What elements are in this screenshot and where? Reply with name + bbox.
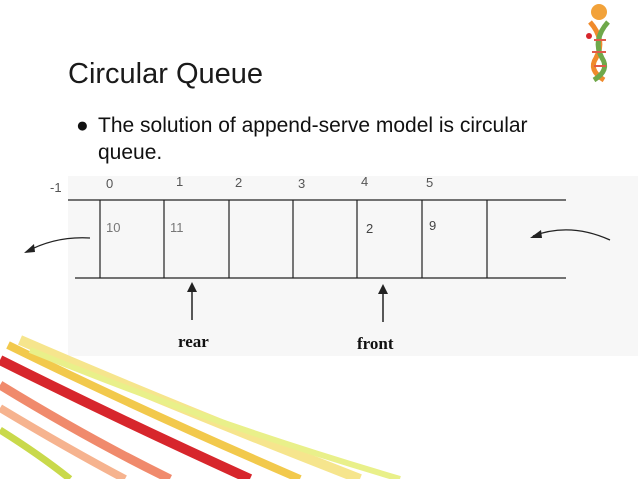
cell-dividers — [99, 200, 488, 278]
wrap-right-arrow — [530, 229, 611, 241]
cell-value: 10 — [106, 220, 120, 235]
rear-label: rear — [178, 332, 209, 351]
front-label: front — [357, 334, 394, 353]
index-label: 4 — [361, 174, 368, 189]
cell-value: 11 — [170, 220, 184, 235]
bullet-dot-icon: ● — [76, 114, 89, 137]
index-label: -1 — [50, 180, 62, 195]
index-label: 3 — [298, 176, 305, 191]
front-pointer-arrow — [378, 284, 388, 322]
diagram-panel — [68, 176, 638, 356]
index-label: 5 — [426, 175, 433, 190]
rear-pointer-arrow — [187, 282, 197, 320]
wrap-left-arrow — [24, 237, 91, 253]
slide-title: Circular Queue — [68, 58, 264, 90]
index-label: 1 — [176, 174, 183, 189]
dna-figure-logo — [586, 4, 610, 83]
cell-value: 2 — [366, 221, 373, 236]
index-label: 2 — [235, 175, 242, 190]
swoosh-decoration — [0, 335, 401, 479]
index-label: 0 — [106, 176, 113, 191]
cell-value: 9 — [429, 218, 436, 233]
bullet-text: The solution of append-serve model is ci… — [98, 114, 528, 164]
